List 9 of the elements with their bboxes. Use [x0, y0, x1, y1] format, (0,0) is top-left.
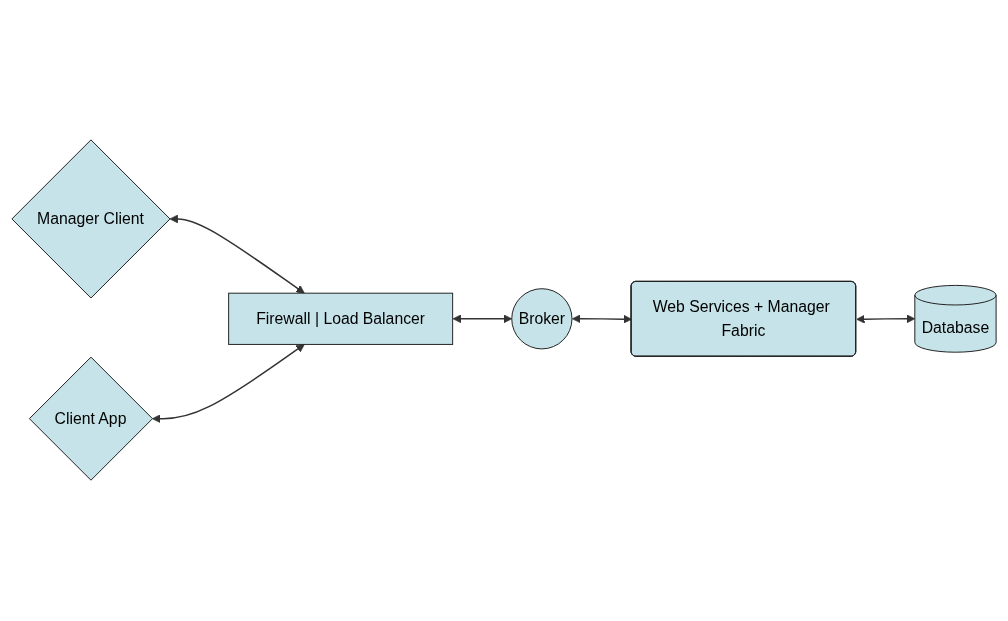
node-diamond: Manager Client — [11, 139, 171, 299]
node-box: Firewall | Load Balancer — [228, 293, 454, 346]
arrow — [856, 314, 916, 324]
arrow — [571, 314, 632, 324]
arrow — [152, 344, 305, 424]
node-diamond: Client App — [28, 357, 153, 482]
node-circle: Broker — [511, 288, 573, 350]
arrow — [169, 215, 305, 295]
arrow — [452, 314, 513, 324]
